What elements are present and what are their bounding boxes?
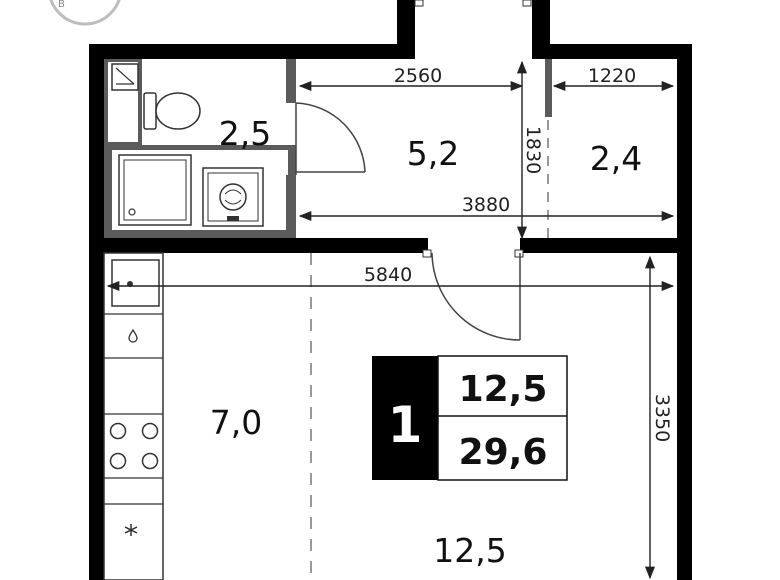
walls <box>89 0 692 580</box>
dim-hall-width: 2560 <box>394 65 442 87</box>
drop-icon <box>128 328 138 343</box>
badge-total-area: 29,6 <box>459 432 548 473</box>
area-living: 12,5 <box>433 531 506 570</box>
sink-icon <box>111 63 139 91</box>
area-kitchen: 7,0 <box>210 403 262 442</box>
area-bathroom: 2,5 <box>219 114 271 153</box>
door-jambs <box>414 0 532 258</box>
compass-letter: В <box>58 0 65 10</box>
toilet-icon <box>143 92 201 130</box>
area-storage: 2,4 <box>590 139 642 178</box>
shower-tray-icon <box>118 154 192 226</box>
dim-room-depth: 3350 <box>651 394 673 442</box>
stove-icon <box>109 422 159 470</box>
snowflake-icon <box>124 524 138 536</box>
storage-partition <box>545 59 552 117</box>
washing-machine-icon <box>202 167 264 227</box>
kitchen-sink-icon <box>111 259 160 307</box>
dimension-lines <box>106 60 675 580</box>
dim-hall-total: 3880 <box>462 194 510 216</box>
kitchen-unit <box>103 252 164 580</box>
bathroom-door <box>295 102 366 175</box>
compass-icon: В <box>49 0 121 26</box>
dim-room-width: 5840 <box>364 264 412 286</box>
area-hall: 5,2 <box>407 134 459 173</box>
badge-rooms-count: 1 <box>388 396 423 454</box>
entrance-door <box>431 252 521 341</box>
area-badge: 1 12,5 29,6 <box>372 355 568 481</box>
badge-living-area: 12,5 <box>459 369 548 410</box>
dim-storage-width: 1220 <box>588 65 636 87</box>
dim-hall-depth: 1830 <box>522 126 544 174</box>
